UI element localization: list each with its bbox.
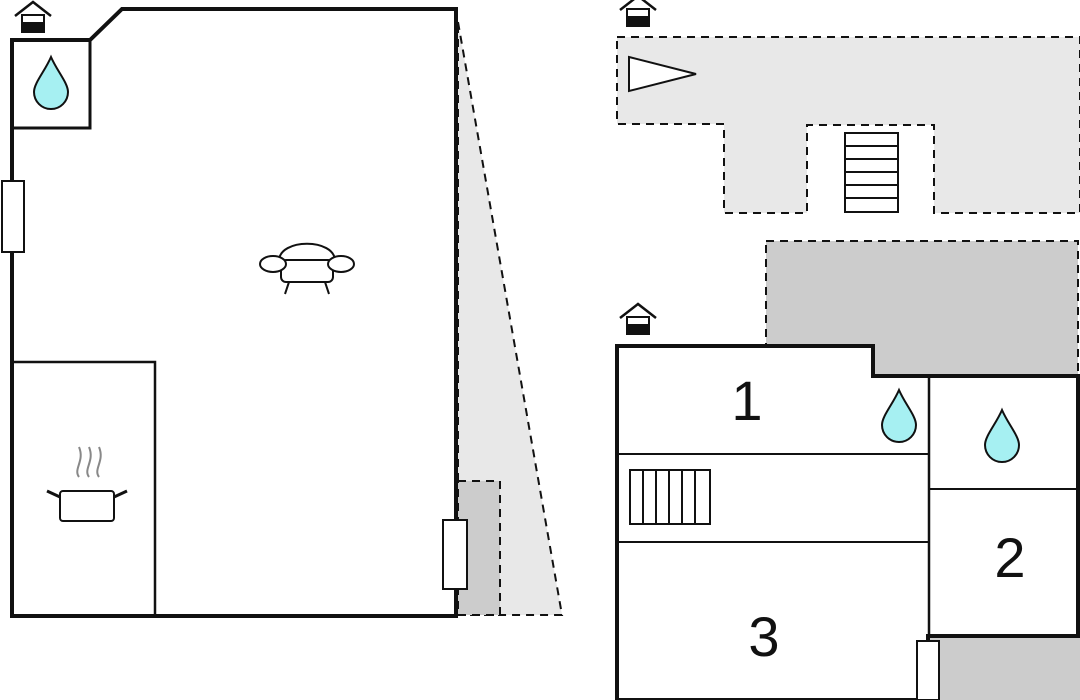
cooking-pot-icon — [46, 446, 128, 522]
kitchen — [12, 360, 157, 616]
right-floor-outline — [615, 344, 1080, 700]
outdoor-area-dark-lower — [928, 636, 1080, 700]
entrance-icon — [618, 302, 658, 336]
window — [442, 519, 468, 590]
left-floor — [1, 0, 564, 618]
sofa-icon — [259, 242, 355, 295]
right-floor: 1 2 3 — [615, 0, 1080, 700]
room-label-2: 2 — [994, 526, 1025, 589]
stairs-icon — [844, 132, 899, 213]
room-label-1: 1 — [731, 369, 762, 432]
outdoor-area-top — [616, 36, 1080, 214]
entrance-icon — [13, 0, 53, 34]
fireplace-icon — [628, 55, 697, 93]
stairs-icon — [629, 469, 711, 525]
window — [916, 640, 940, 700]
left-floor-outline — [10, 7, 458, 618]
bathroom — [10, 38, 92, 130]
room-label-3: 3 — [748, 605, 779, 668]
terrace-area — [457, 21, 564, 616]
entrance-icon — [618, 0, 658, 28]
window — [1, 180, 25, 253]
